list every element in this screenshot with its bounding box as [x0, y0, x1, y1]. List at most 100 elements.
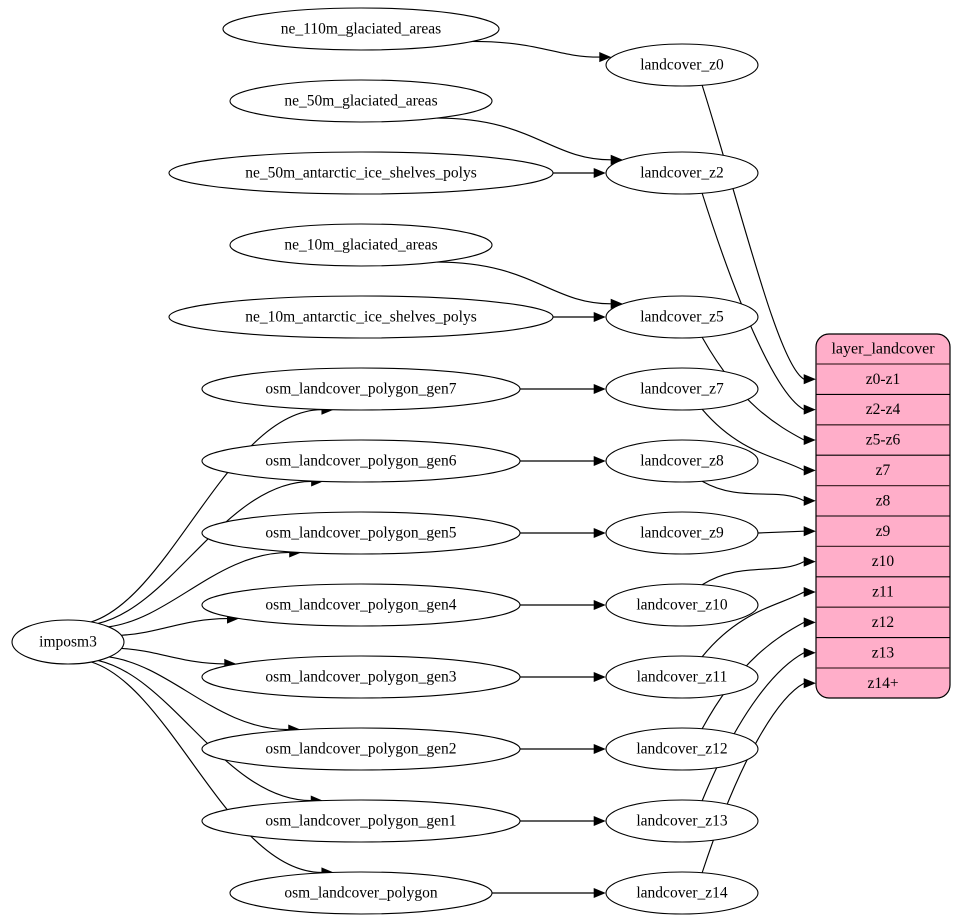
node-ne_50m_antarctic_ice_shelves_polys-shape[interactable] — [168, 151, 554, 195]
node-ne_50m_glaciated_areas-shape[interactable] — [229, 79, 493, 123]
node-osm_landcover_polygon_gen7[interactable]: osm_landcover_polygon_gen7 — [201, 367, 521, 411]
arrowhead-landcover_z13-19 — [593, 815, 606, 827]
node-osm_landcover_polygon-label: osm_landcover_polygon — [284, 885, 438, 902]
node-landcover_z2-shape[interactable] — [605, 151, 759, 195]
edge-ne_50m_glaciated_areas-to-landcover_z2 — [437, 117, 611, 161]
node-landcover_z10-shape[interactable] — [605, 583, 759, 627]
edge-landcover_z12-to-row-z12 — [701, 621, 805, 730]
node-imposm3-label: imposm3 — [39, 634, 97, 651]
table-row-label: z13 — [872, 644, 895, 661]
node-landcover_z8-label: landcover_z8 — [640, 453, 724, 470]
node-landcover_z10-label: landcover_z10 — [636, 597, 727, 614]
edge-ne_110m_glaciated_areas-to-landcover_z0 — [472, 40, 600, 58]
node-landcover_z9[interactable]: landcover_z9 — [605, 511, 759, 555]
edge-imposm3-to-osm_landcover_polygon_gen6 — [97, 480, 312, 624]
node-landcover_z8-shape[interactable] — [605, 439, 759, 483]
node-landcover_z2[interactable]: landcover_z2 — [605, 151, 759, 195]
node-osm_landcover_polygon_gen6-shape[interactable] — [201, 439, 521, 483]
arrowhead-landcover_z8-14 — [593, 455, 606, 467]
table-row-label: z11 — [872, 584, 894, 601]
node-osm_landcover_polygon_gen1-shape[interactable] — [201, 799, 521, 843]
node-osm_landcover_polygon_gen2[interactable]: osm_landcover_polygon_gen2 — [201, 727, 521, 771]
node-landcover_z0[interactable]: landcover_z0 — [605, 43, 759, 87]
node-landcover_z11[interactable]: landcover_z11 — [605, 655, 759, 699]
table-row-label: z12 — [872, 614, 894, 631]
node-osm_landcover_polygon_gen3-shape[interactable] — [201, 655, 521, 699]
node-osm_landcover_polygon_gen2-shape[interactable] — [201, 727, 521, 771]
node-landcover_z13-shape[interactable] — [605, 799, 759, 843]
node-ne_10m_antarctic_ice_shelves_polys-shape[interactable] — [168, 295, 554, 339]
arrowhead-row-z9 — [803, 526, 816, 537]
node-ne_10m_glaciated_areas[interactable]: ne_10m_glaciated_areas — [229, 223, 493, 267]
arrowhead-row-z5-z6 — [803, 434, 816, 446]
arrowhead-landcover_z2-2 — [593, 167, 606, 179]
edge-imposm3-to-osm_landcover_polygon_gen2 — [108, 656, 289, 731]
node-landcover_z11-shape[interactable] — [605, 655, 759, 699]
node-landcover_z12[interactable]: landcover_z12 — [605, 727, 759, 771]
arrowhead-row-z14+ — [803, 678, 816, 689]
node-landcover_z12-label: landcover_z12 — [636, 741, 727, 758]
node-landcover_z11-label: landcover_z11 — [637, 669, 728, 686]
node-landcover_z5-label: landcover_z5 — [640, 309, 724, 326]
node-osm_landcover_polygon-shape[interactable] — [229, 871, 493, 915]
edge-imposm3-to-osm_landcover_polygon_gen3 — [121, 647, 225, 665]
node-osm_landcover_polygon_gen5-label: osm_landcover_polygon_gen5 — [265, 525, 456, 542]
node-osm_landcover_polygon_gen7-shape[interactable] — [201, 367, 521, 411]
node-landcover_z0-shape[interactable] — [605, 43, 759, 87]
node-ne_10m_antarctic_ice_shelves_polys[interactable]: ne_10m_antarctic_ice_shelves_polys — [168, 295, 554, 339]
table-row-label: z7 — [876, 462, 891, 479]
node-landcover_z14-shape[interactable] — [605, 871, 759, 915]
node-imposm3-shape[interactable] — [11, 619, 125, 665]
node-landcover_z5[interactable]: landcover_z5 — [605, 295, 759, 339]
node-osm_landcover_polygon_gen4[interactable]: osm_landcover_polygon_gen4 — [201, 583, 521, 627]
node-ne_50m_antarctic_ice_shelves_polys[interactable]: ne_50m_antarctic_ice_shelves_polys — [168, 151, 554, 195]
node-landcover_z8[interactable]: landcover_z8 — [605, 439, 759, 483]
arrowhead-row-z13 — [803, 647, 816, 658]
layer-landcover-table[interactable]: layer_landcoverz0-z1z2-z4z5-z6z7z8z9z10z… — [815, 333, 951, 699]
node-landcover_z7[interactable]: landcover_z7 — [605, 367, 759, 411]
node-osm_landcover_polygon_gen4-label: osm_landcover_polygon_gen4 — [265, 597, 456, 614]
node-ne_50m_glaciated_areas[interactable]: ne_50m_glaciated_areas — [229, 79, 493, 123]
node-landcover_z7-shape[interactable] — [605, 367, 759, 411]
node-ne_110m_glaciated_areas-shape[interactable] — [222, 7, 500, 51]
node-osm_landcover_polygon_gen5-shape[interactable] — [201, 511, 521, 555]
node-osm_landcover_polygon_gen1[interactable]: osm_landcover_polygon_gen1 — [201, 799, 521, 843]
node-landcover_z13-label: landcover_z13 — [636, 813, 727, 830]
node-osm_landcover_polygon_gen3[interactable]: osm_landcover_polygon_gen3 — [201, 655, 521, 699]
node-landcover_z2-label: landcover_z2 — [640, 165, 724, 182]
arrowhead-landcover_z5-4 — [593, 311, 606, 323]
arrowhead-landcover_z0-0 — [599, 52, 612, 63]
edge-landcover_z13-to-row-z13 — [701, 652, 805, 801]
edge-landcover_z8-to-row-z8 — [701, 480, 805, 502]
node-imposm3[interactable]: imposm3 — [11, 619, 125, 665]
edge-landcover_z14-to-row-z14+ — [701, 682, 805, 873]
nodes-layer: imposm3 ne_110m_glaciated_areas ne_50m_gla… — [11, 7, 759, 915]
edge-landcover_z9-to-row-z9 — [757, 530, 805, 534]
edge-landcover_z7-to-row-z7 — [701, 408, 805, 471]
node-osm_landcover_polygon_gen4-shape[interactable] — [201, 583, 521, 627]
edge-imposm3-to-osm_landcover_polygon_gen7 — [91, 409, 322, 623]
node-osm_landcover_polygon_gen5[interactable]: osm_landcover_polygon_gen5 — [201, 511, 521, 555]
node-osm_landcover_polygon_gen2-label: osm_landcover_polygon_gen2 — [265, 741, 456, 758]
node-osm_landcover_polygon[interactable]: osm_landcover_polygon — [229, 871, 493, 915]
arrowhead-landcover_z14-20 — [593, 887, 606, 899]
node-landcover_z13[interactable]: landcover_z13 — [605, 799, 759, 843]
arrowhead-row-z0-z1 — [803, 374, 816, 385]
edge-landcover_z2-to-row-z2-z4 — [701, 193, 805, 411]
node-ne_10m_glaciated_areas-shape[interactable] — [229, 223, 493, 267]
node-landcover_z5-shape[interactable] — [605, 295, 759, 339]
node-landcover_z9-shape[interactable] — [605, 511, 759, 555]
edge-landcover_z5-to-row-z5-z6 — [701, 336, 805, 441]
table-row-label: z9 — [876, 523, 891, 540]
node-osm_landcover_polygon_gen6[interactable]: osm_landcover_polygon_gen6 — [201, 439, 521, 483]
node-ne_110m_glaciated_areas[interactable]: ne_110m_glaciated_areas — [222, 7, 500, 51]
node-osm_landcover_polygon_gen6-label: osm_landcover_polygon_gen6 — [265, 453, 456, 470]
node-landcover_z12-shape[interactable] — [605, 727, 759, 771]
arrowhead-row-z7 — [803, 465, 816, 476]
node-landcover_z10[interactable]: landcover_z10 — [605, 583, 759, 627]
edge-landcover_z0-to-row-z0-z1 — [701, 85, 805, 380]
table-row-label: z2-z4 — [866, 401, 901, 418]
node-landcover_z14[interactable]: landcover_z14 — [605, 871, 759, 915]
node-landcover_z0-label: landcover_z0 — [640, 57, 724, 74]
